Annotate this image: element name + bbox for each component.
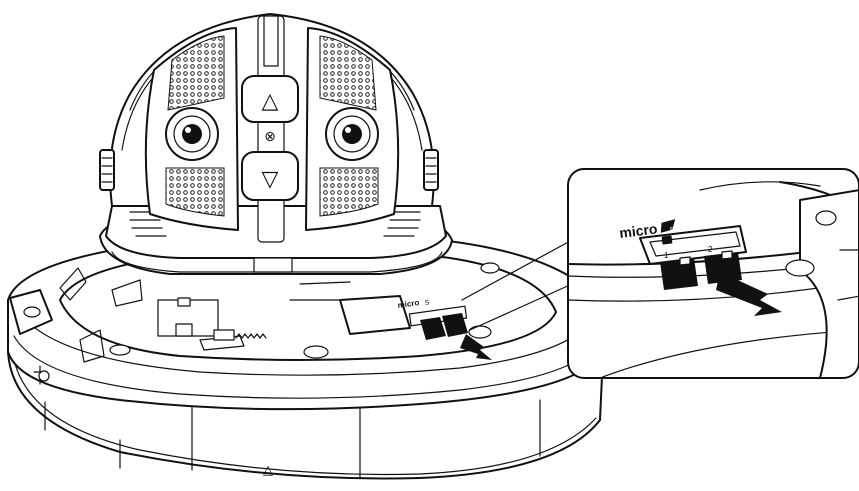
insert-arrow-icon [460, 334, 492, 360]
sd-card-2 [442, 313, 468, 337]
up-arrow-icon: △ [262, 88, 279, 113]
tilt-up-button: △ [241, 75, 299, 123]
slot-number-1: 1 [664, 251, 669, 260]
tilt-knob-left [99, 149, 115, 191]
sd-slot-logo-small: micro [397, 298, 420, 310]
sd-card-1-zoom [660, 258, 698, 290]
ir-led-icon: ⊗ [264, 128, 276, 144]
lens-module-left [144, 27, 239, 231]
sd-card-2-zoom [704, 252, 742, 284]
tilt-down-button: ▽ [241, 151, 299, 201]
connector-board [157, 297, 267, 341]
callout-lines [461, 239, 573, 331]
sd-card-1 [420, 317, 446, 340]
lens-module-right [305, 27, 400, 231]
zoom-inset: micro SD 1 2 [567, 168, 859, 379]
camera-dome: △ ⊗ ▽ [99, 13, 453, 275]
mount-ear-left [9, 289, 53, 335]
sd-card-slot: micro S [397, 298, 468, 340]
svg-text:SD: SD [669, 226, 680, 234]
insert-arrow-icon-zoom [716, 272, 782, 316]
slot-number-2: 2 [708, 245, 713, 254]
tilt-knob-right [423, 149, 439, 191]
sd-logo: micro [618, 220, 658, 241]
down-arrow-icon: ▽ [262, 166, 279, 191]
svg-text:S: S [424, 299, 430, 307]
mount-ear-front [109, 262, 500, 359]
base-alignment-marker: △ [263, 462, 273, 477]
